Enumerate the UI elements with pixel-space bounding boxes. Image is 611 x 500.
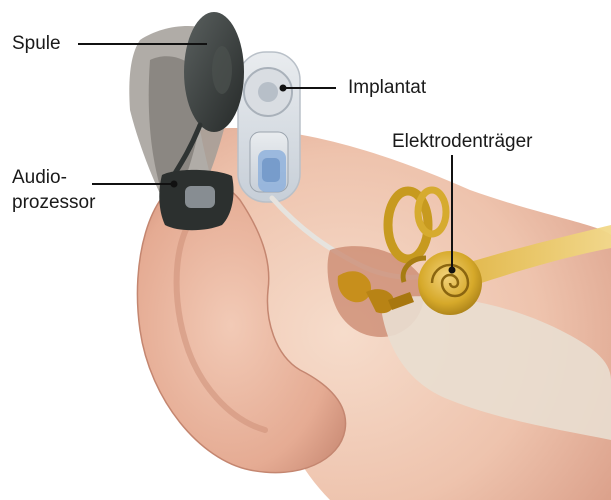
implantat-leader-dot (280, 85, 287, 92)
elektrodentraeger-label: Elektrodenträger (392, 130, 532, 154)
spule-label: Spule (12, 32, 61, 56)
coil (184, 12, 244, 132)
audioprozessor-leader-dot (171, 181, 178, 188)
audioprozessor-label-line1: Audio- (12, 166, 67, 190)
audioprozessor-label-line2: prozessor (12, 191, 95, 215)
implantat-label: Implantat (348, 76, 426, 100)
elektrodentraeger-leader-dot (449, 267, 456, 274)
implant (238, 52, 300, 202)
audio-processor (159, 170, 233, 230)
